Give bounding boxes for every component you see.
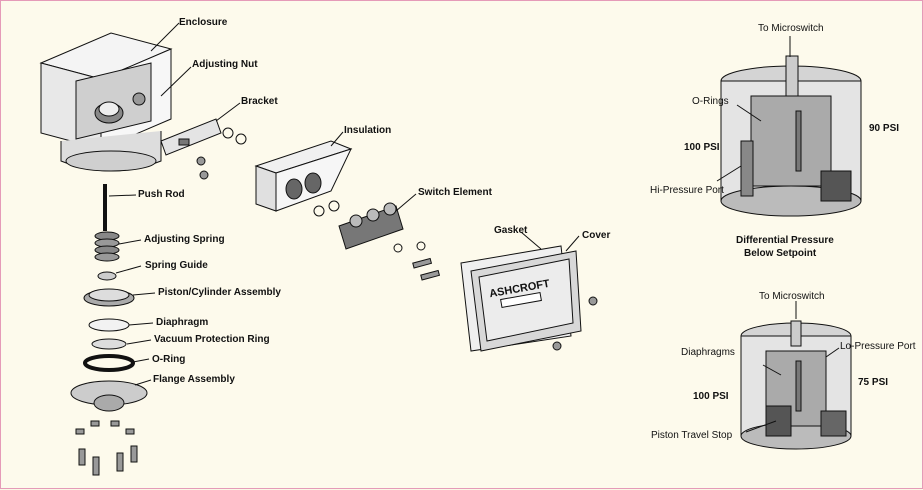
top-psi-left: 100 PSI (684, 142, 720, 153)
adjusting-spring-part (94, 231, 120, 262)
label-diaphragm: Diaphragm (156, 317, 209, 328)
label-spring-guide: Spring Guide (145, 260, 208, 271)
bottom-cross-section (740, 320, 852, 450)
label-bracket: Bracket (241, 96, 278, 107)
label-push-rod: Push Rod (138, 189, 185, 200)
piston-cylinder-part (83, 288, 135, 307)
flange-part (70, 380, 148, 412)
label-adjusting-spring: Adjusting Spring (144, 234, 225, 245)
label-cover: Cover (582, 230, 611, 241)
enclosure-part (39, 32, 173, 172)
label-flange: Flange Assembly (153, 374, 235, 385)
top-to-microswitch: To Microswitch (758, 23, 824, 34)
bottom-diaphragms: Diaphragms (681, 347, 735, 358)
bolts (75, 420, 138, 476)
switch-element-part (338, 202, 441, 281)
top-cross-section (720, 55, 862, 217)
diaphragm-part (88, 318, 130, 332)
bottom-psi-right: 75 PSI (858, 377, 889, 388)
label-insulation: Insulation (344, 125, 392, 136)
o-ring-part (83, 354, 135, 372)
label-vacuum-ring: Vacuum Protection Ring (154, 334, 270, 345)
insulation-part (254, 140, 353, 212)
label-enclosure: Enclosure (179, 17, 228, 28)
top-o-rings: O-Rings (692, 96, 729, 107)
top-psi-right: 90 PSI (869, 123, 900, 134)
bottom-to-microswitch: To Microswitch (759, 291, 825, 302)
label-o-ring: O-Ring (152, 354, 186, 365)
caption-line1: Differential Pressure (736, 235, 834, 246)
bottom-psi-left: 100 PSI (693, 391, 729, 402)
vacuum-ring-part (91, 338, 127, 350)
top-port: Hi-Pressure Port (650, 185, 724, 196)
spring-guide-part (97, 271, 117, 281)
label-adjusting-nut: Adjusting Nut (192, 59, 258, 70)
bracket-part (160, 118, 247, 180)
label-switch-element: Switch Element (418, 187, 492, 198)
label-piston-cylinder: Piston/Cylinder Assembly (158, 287, 281, 298)
cover-part (470, 250, 582, 352)
bottom-port: Lo-Pressure Port (840, 341, 916, 352)
label-gasket: Gasket (494, 225, 528, 236)
caption-line2: Below Setpoint (744, 248, 817, 259)
bottom-stop: Piston Travel Stop (651, 430, 733, 441)
